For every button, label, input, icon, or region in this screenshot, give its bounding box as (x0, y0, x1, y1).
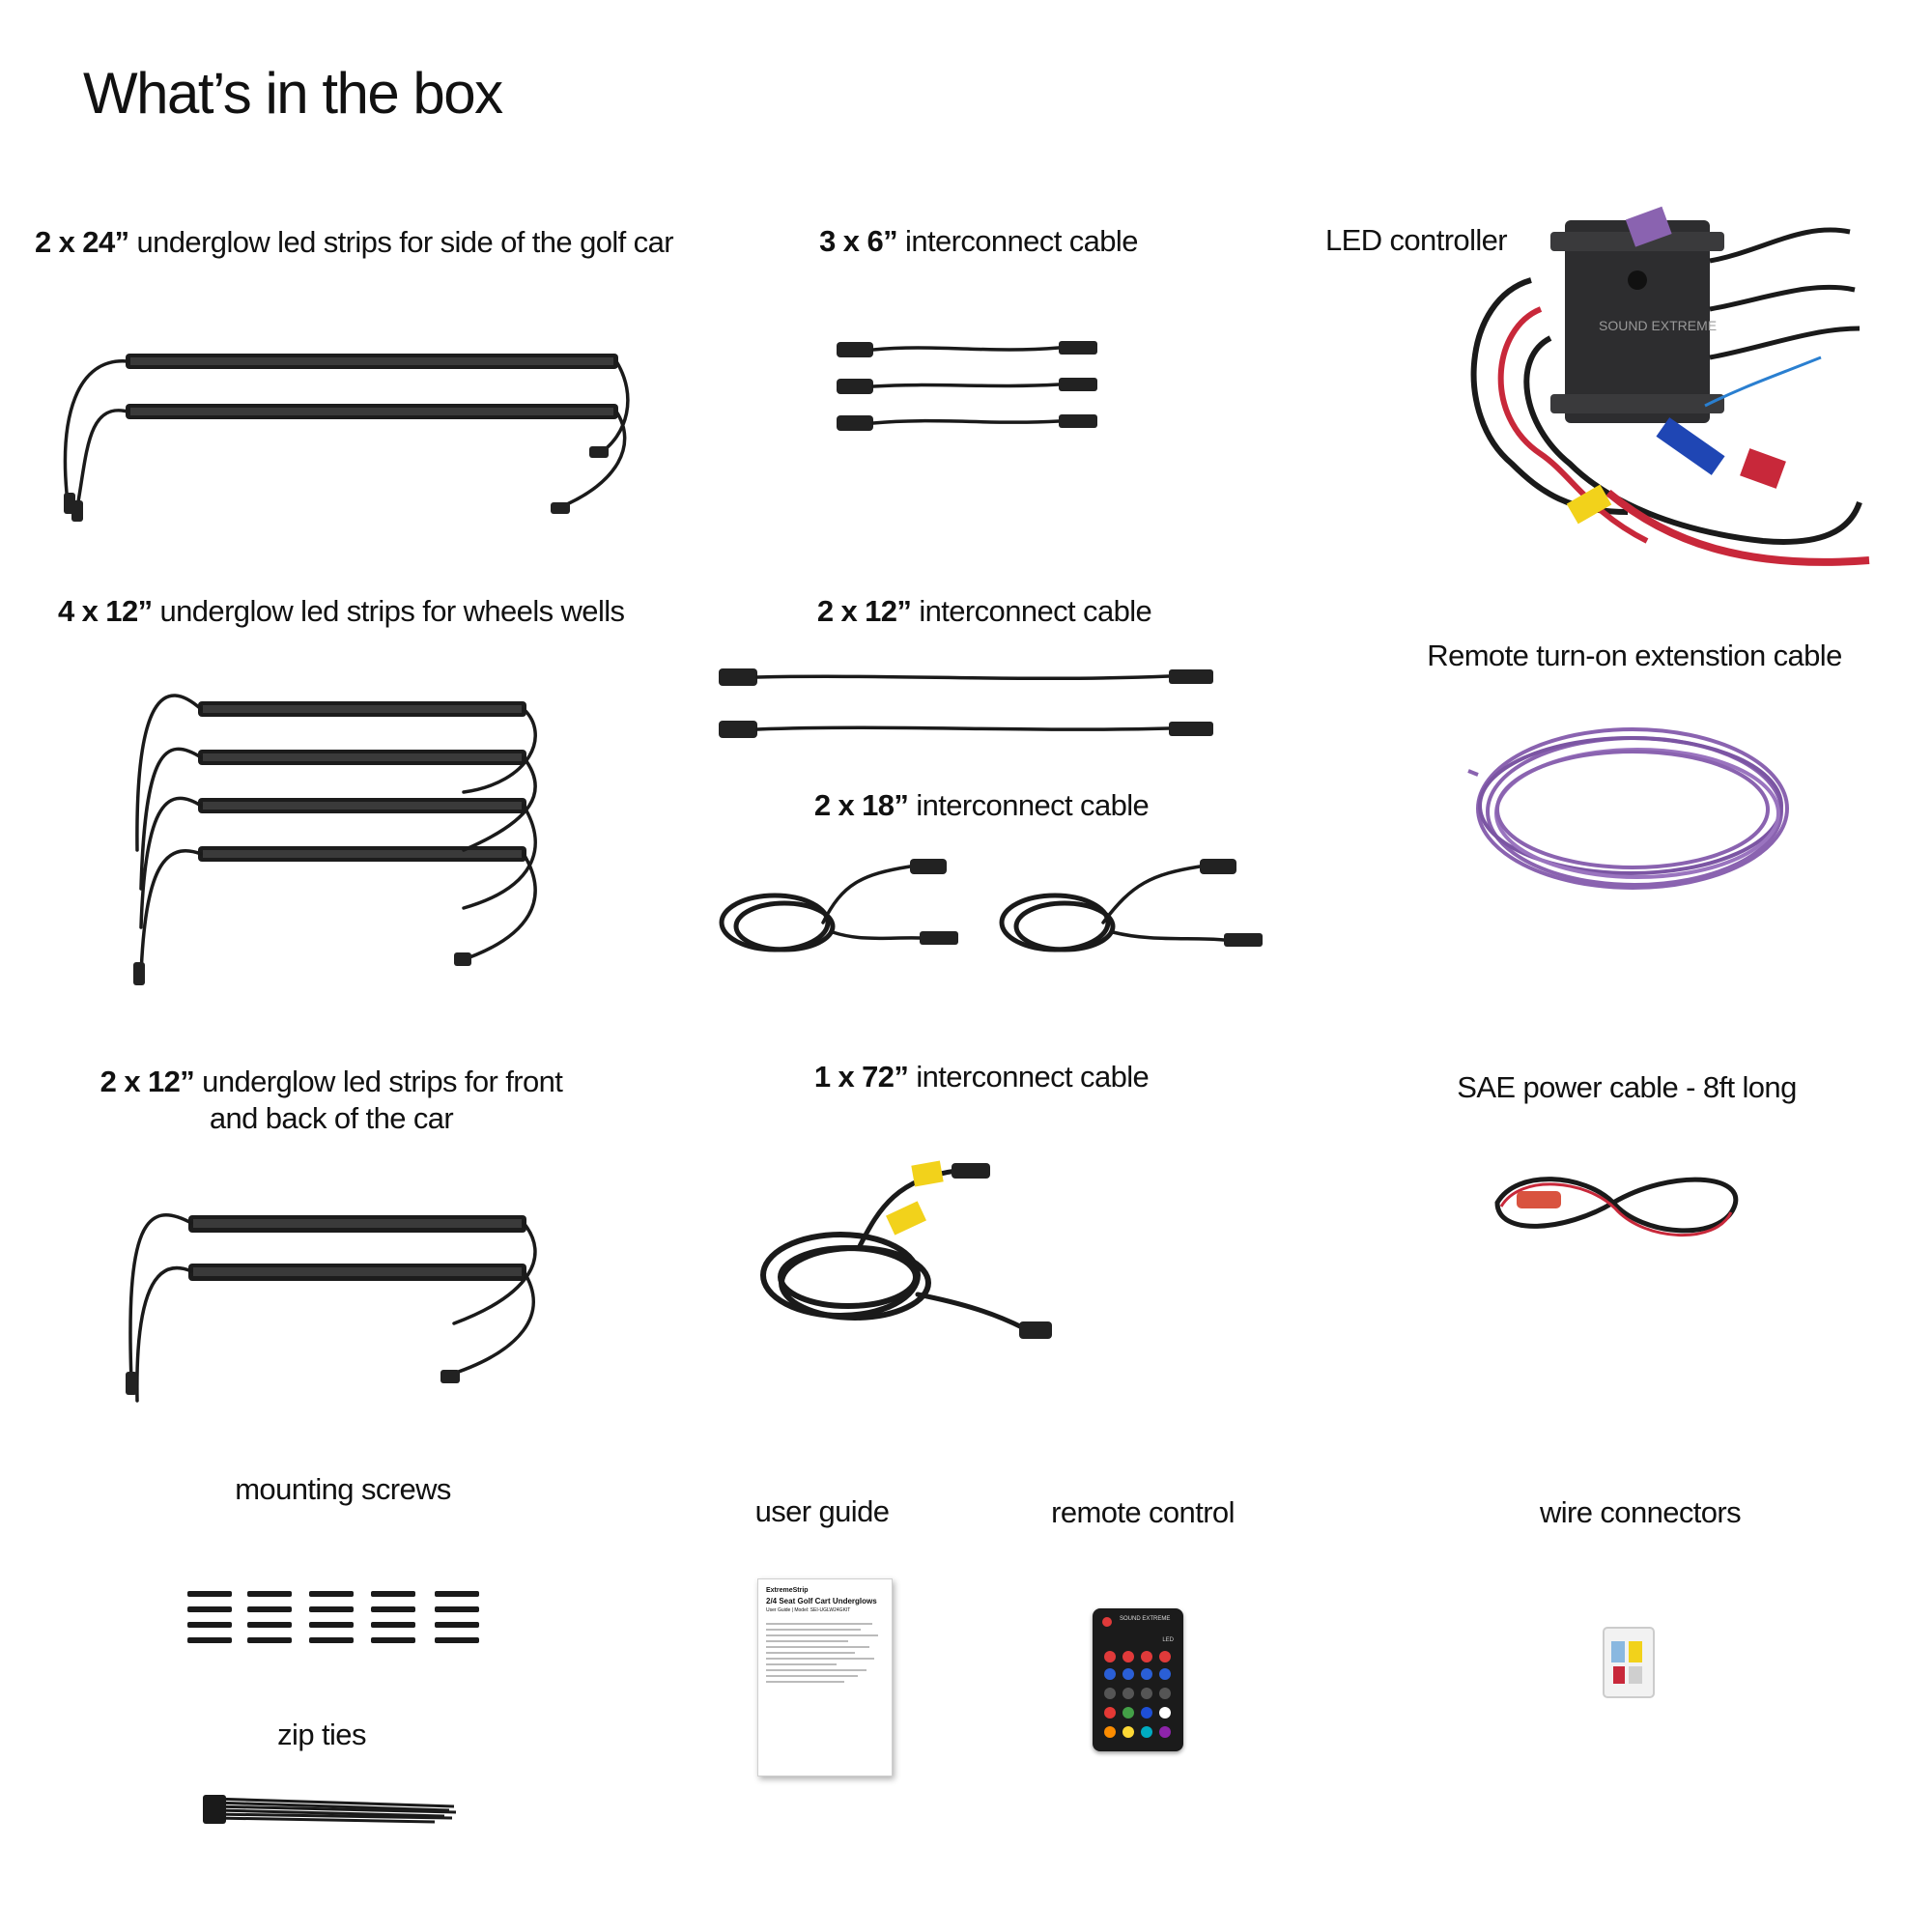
guide-heading: 2/4 Seat Golf Cart Underglows (766, 1597, 877, 1605)
led-strip (198, 750, 526, 765)
remote-led-text: LED (1162, 1637, 1174, 1643)
led-strips-12-wheels-image (133, 694, 537, 985)
cable-6-strand (837, 378, 1097, 394)
screws-label: mounting screws (235, 1472, 451, 1506)
controller-brand: SOUND EXTREME (1599, 318, 1717, 333)
zipties-label: zip ties (277, 1718, 366, 1751)
strips-12-wheels-qty: 4 x 12” (58, 594, 153, 628)
cable-6-desc: interconnect cable (897, 224, 1138, 258)
cable-18-qty: 2 x 18” (813, 788, 909, 822)
cable-18-coil (999, 859, 1263, 952)
sae-cable-label: SAE power cable - 8ft long (1457, 1070, 1797, 1104)
remote-control-image: SOUND EXTREME LED (1093, 1608, 1183, 1751)
cable-18-coil (719, 859, 958, 952)
led-strips-12-front-image (126, 1213, 537, 1403)
cable-12-label: 2 x 12” interconnect cable (816, 593, 1152, 630)
led-strip (188, 1215, 526, 1233)
strips-12-front-label: 2 x 12” underglow led strips for front a… (100, 1064, 563, 1137)
led-strip (126, 404, 618, 419)
interconnect-cable-18-image (719, 859, 1263, 952)
connectors-label: wire connectors (1539, 1495, 1742, 1529)
interconnect-cable-72-image (760, 1160, 1052, 1339)
sae-power-cable-image (1494, 1177, 1739, 1237)
remote-cable-label: Remote turn-on extenstion cable (1427, 639, 1842, 672)
led-strip (126, 354, 618, 369)
cable-72-desc: interconnect cable (908, 1060, 1150, 1094)
remote-brand: SOUND EXTREME (1120, 1616, 1171, 1622)
cable-12-strand (719, 668, 1213, 686)
cable-72-qty: 1 x 72” (813, 1060, 909, 1094)
wire-connectors-image (1603, 1627, 1655, 1698)
led-strip (198, 798, 526, 813)
cable-6-qty: 3 x 6” (819, 224, 898, 258)
strips-12-front-desc: underglow led strips for front (194, 1065, 563, 1098)
strips-12-front-line2: and back of the car (209, 1101, 454, 1135)
page-title: What’s in the box (83, 61, 503, 126)
interconnect-cable-6-image (837, 341, 1097, 431)
controller-label: LED controller (1325, 223, 1508, 257)
led-strip (188, 1264, 526, 1281)
led-strip (198, 701, 526, 717)
zip-ties-image (203, 1795, 457, 1824)
strips-24-desc: underglow led strips for side of the gol… (128, 225, 674, 259)
strips-12-wheels-desc: underglow led strips for wheels wells (152, 594, 626, 628)
guide-sub: User Guide | Model: SEI-UGLW24GKIT (766, 1607, 851, 1613)
cable-18-desc: interconnect cable (908, 788, 1150, 822)
cable-72-label: 1 x 72” interconnect cable (813, 1059, 1150, 1095)
cable-12-strand (719, 721, 1213, 738)
guide-label: user guide (754, 1494, 890, 1528)
cable-6-label: 3 x 6” interconnect cable (819, 223, 1138, 260)
cable-12-desc: interconnect cable (911, 594, 1152, 628)
mounting-screws-image (187, 1591, 479, 1643)
cable-18-label: 2 x 18” interconnect cable (813, 787, 1150, 824)
led-strips-24-image (63, 354, 630, 522)
cable-12-qty: 2 x 12” (816, 594, 912, 628)
strips-24-qty: 2 x 24” (35, 225, 129, 259)
remote-turn-on-cable-image (1467, 727, 1789, 890)
user-guide-image: ExtremeStrip 2/4 Seat Golf Cart Underglo… (757, 1578, 893, 1776)
cable-6-strand (837, 414, 1097, 431)
led-strip (198, 846, 526, 862)
strips-12-wheels-label: 4 x 12” underglow led strips for wheels … (58, 593, 626, 630)
guide-brand: ExtremeStrip (766, 1587, 809, 1594)
guide-text-lines (766, 1623, 884, 1683)
led-controller-image: SOUND EXTREME (1470, 206, 1870, 566)
strips-12-front-qty: 2 x 12” (99, 1065, 195, 1098)
cable-6-strand (837, 341, 1097, 357)
remote-label: remote control (1051, 1495, 1235, 1529)
interconnect-cable-12-image (719, 668, 1213, 738)
strips-24-label: 2 x 24” underglow led strips for side of… (35, 224, 674, 261)
